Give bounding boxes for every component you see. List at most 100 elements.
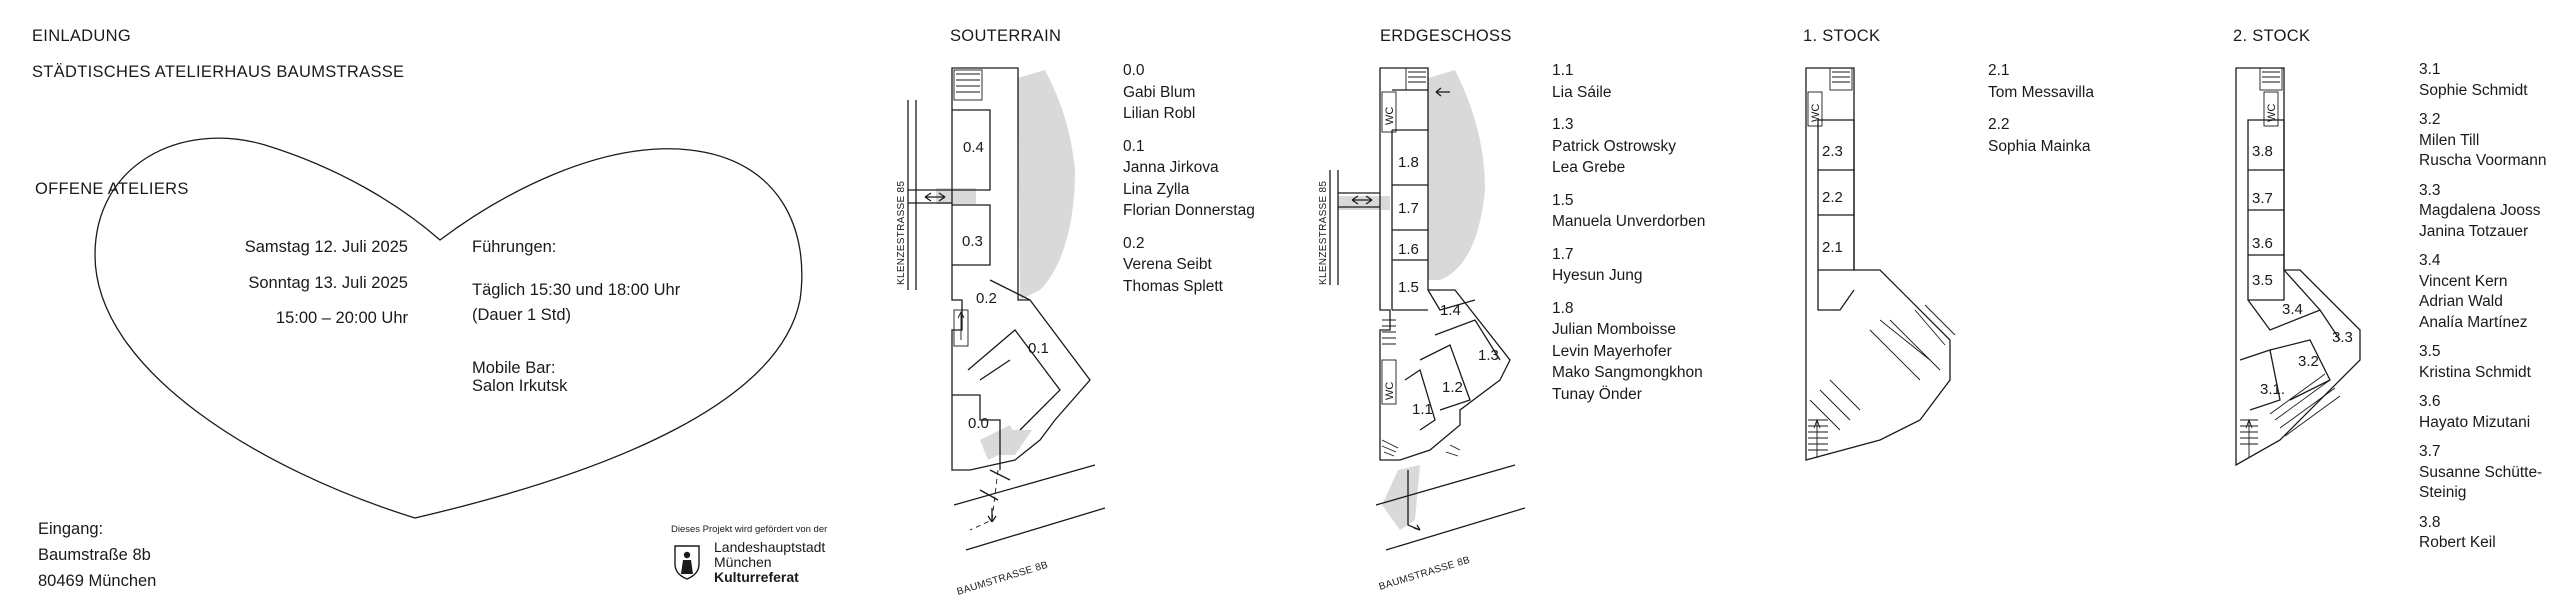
- legend-name: Levin Mayerhofer: [1552, 342, 1672, 360]
- floorplan-stock2: 3.8 3.7 3.6 3.5 3.4 3.3 3.2 3.1. WC: [2235, 67, 2361, 467]
- legend-name: Lina Zylla: [1123, 180, 1190, 198]
- room-1.1: 1.1: [1412, 401, 1433, 418]
- floor-title-stock1: 1. STOCK: [1803, 27, 1881, 45]
- legend-number: 3.6: [2419, 393, 2441, 410]
- legend-number: 1.3: [1552, 116, 1574, 133]
- legend-name: Lilian Robl: [1123, 105, 1196, 122]
- legend-number: 1.7: [1552, 245, 1574, 263]
- legend-number: 0.0: [1123, 62, 1145, 79]
- legend-name: Lea Grebe: [1552, 159, 1626, 176]
- legend-souterrain: 0.0 Gabi Blum Lilian Robl 0.1 Janna Jirk…: [1123, 60, 1255, 308]
- heart-outline: [94, 137, 803, 519]
- opening-hours: 15:00 – 20:00 Uhr: [275, 309, 408, 327]
- legend-number: 3.5: [2419, 343, 2441, 360]
- room-1.8: 1.8: [1398, 154, 1419, 171]
- sponsor-city-line1: Landeshauptstadt: [714, 539, 826, 555]
- date-sunday: Sonntag 13. Juli 2025: [248, 274, 408, 292]
- floorplan-stock1: 2.3 2.2 2.1 WC: [1805, 67, 1956, 461]
- munich-kindl-logo-icon: [674, 545, 700, 580]
- venue-title: STÄDTISCHES ATELIERHAUS BAUMSTRASSE: [32, 63, 405, 81]
- legend-number: 3.2: [2419, 111, 2441, 128]
- legend-stock1: 2.1 Tom Messavilla 2.2 Sophia Mainka: [1988, 60, 2094, 168]
- sponsor-note: Dieses Projekt wird gefördert von der: [671, 524, 828, 535]
- room-1.5: 1.5: [1398, 279, 1419, 296]
- street-klenzestrasse: KLENZESTRASSE 85: [896, 181, 907, 285]
- floorplan-erdgeschoss: 1.8 1.7 1.6 1.5 1.4 1.3 1.2 1.1 WC WC KL…: [1318, 67, 1526, 593]
- legend-name: Manuela Unverdorben: [1552, 213, 1706, 230]
- legend-number: 0.2: [1123, 234, 1145, 252]
- legend-erdgeschoss: 1.1 Lia Sáile 1.3 Patrick Ostrowsky Lea …: [1552, 60, 1705, 416]
- legend-name: Janna Jirkova: [1123, 159, 1219, 176]
- legend-name: Julian Momboisse: [1552, 321, 1677, 338]
- room-3.2: 3.2: [2298, 353, 2319, 370]
- room-2.3: 2.3: [1822, 143, 1843, 160]
- entrance-city: 80469 München: [38, 572, 157, 590]
- room-1.6: 1.6: [1398, 241, 1419, 258]
- street-baumstrasse: BAUMSTRASSE 8B: [956, 560, 1050, 598]
- legend-name: Milen Till: [2419, 131, 2480, 149]
- legend-name: Analía Martínez: [2419, 313, 2528, 331]
- room-1.7: 1.7: [1398, 200, 1419, 217]
- sponsor-city-line2: München: [714, 554, 772, 570]
- bar-name: Salon Irkutsk: [472, 377, 568, 395]
- legend-name: Hyesun Jung: [1552, 267, 1643, 284]
- wc-label: WC: [1384, 382, 1396, 400]
- legend-number: 2.1: [1988, 62, 2010, 79]
- legend-name: Patrick Ostrowsky: [1552, 137, 1677, 155]
- legend-number: 1.5: [1552, 191, 1574, 209]
- legend-number: 3.8: [2419, 513, 2441, 531]
- room-0.1: 0.1: [1028, 340, 1049, 357]
- tours-times: Täglich 15:30 und 18:00 Uhr: [472, 281, 681, 299]
- room-1.4: 1.4: [1440, 302, 1461, 319]
- legend-name: Mako Sangmongkhon: [1552, 364, 1703, 381]
- legend-number: 1.1: [1552, 62, 1574, 79]
- room-1.3: 1.3: [1478, 347, 1499, 364]
- room-2.1: 2.1: [1822, 239, 1843, 256]
- room-3.5: 3.5: [2252, 272, 2273, 289]
- legend-number: 3.3: [2419, 181, 2441, 199]
- room-0.4: 0.4: [963, 139, 984, 156]
- room-2.2: 2.2: [1822, 189, 1843, 206]
- legend-number: 1.8: [1552, 299, 1574, 317]
- room-3.8: 3.8: [2252, 143, 2273, 160]
- legend-name: Florian Donnerstag: [1123, 202, 1255, 219]
- legend-name: Janina Totzauer: [2419, 222, 2529, 240]
- room-0.2: 0.2: [976, 290, 997, 307]
- legend-name: Susanne Schütte-: [2419, 463, 2543, 481]
- legend-name: Tunay Önder: [1552, 385, 1642, 403]
- legend-name: Robert Keil: [2419, 534, 2496, 551]
- legend-name: Sophia Mainka: [1988, 137, 2091, 155]
- legend-name: Ruscha Voormann: [2419, 152, 2547, 169]
- legend-number: 2.2: [1988, 116, 2010, 133]
- legend-name: Lia Sáile: [1552, 83, 1612, 101]
- legend-name: Gabi Blum: [1123, 83, 1196, 101]
- room-3.4: 3.4: [2282, 301, 2303, 318]
- entrance-street: Baumstraße 8b: [38, 546, 151, 564]
- legend-name: Verena Seibt: [1123, 256, 1212, 273]
- legend-name: Vincent Kern: [2419, 272, 2508, 290]
- street-klenzestrasse: KLENZESTRASSE 85: [1318, 181, 1329, 285]
- sponsor-department: Kulturreferat: [714, 569, 799, 585]
- floor-title-erdgeschoss: ERDGESCHOSS: [1380, 27, 1512, 45]
- room-3.7: 3.7: [2252, 190, 2273, 207]
- legend-number: 0.1: [1123, 137, 1145, 155]
- room-3.3: 3.3: [2332, 329, 2353, 346]
- legend-name: Sophie Schmidt: [2419, 81, 2528, 99]
- legend-name: Kristina Schmidt: [2419, 363, 2531, 381]
- floorplan-souterrain: 0.4 0.3 0.2 0.1 0.0 KLENZESTRASSE 85 BAU…: [896, 67, 1106, 598]
- room-3.6: 3.6: [2252, 235, 2273, 252]
- wc-label: WC: [1810, 104, 1822, 122]
- event-title: OFFENE ATELIERS: [35, 180, 189, 198]
- legend-name: Adrian Wald: [2419, 293, 2503, 310]
- room-1.2: 1.2: [1442, 379, 1463, 396]
- room-0.3: 0.3: [962, 233, 983, 250]
- legend-stock2: 3.1 Sophie Schmidt 3.2 Milen Till Ruscha…: [2419, 60, 2547, 554]
- legend-name: Magdalena Jooss: [2419, 202, 2541, 219]
- legend-name: Thomas Splett: [1123, 277, 1223, 295]
- room-0.0: 0.0: [968, 415, 989, 432]
- legend-name: Steinig: [2419, 484, 2467, 501]
- street-baumstrasse: BAUMSTRASSE 8B: [1378, 555, 1472, 593]
- date-saturday: Samstag 12. Juli 2025: [244, 238, 408, 256]
- floor-title-souterrain: SOUTERRAIN: [950, 27, 1062, 45]
- entrance-label: Eingang:: [38, 520, 104, 538]
